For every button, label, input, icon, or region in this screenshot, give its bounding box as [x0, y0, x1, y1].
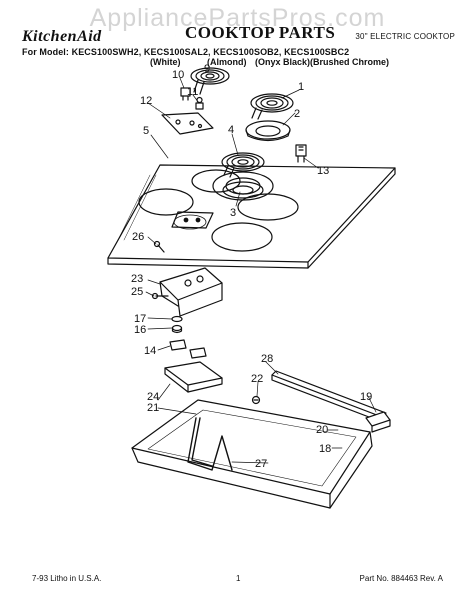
bottom-pan	[131, 399, 373, 509]
callout-21: 21	[147, 402, 159, 414]
callout-16: 16	[134, 324, 146, 336]
control-bracket	[161, 112, 214, 135]
callout-27: 27	[255, 458, 267, 470]
callout-9: 9	[204, 63, 210, 75]
drip-bowl-center	[222, 181, 264, 199]
callout-23: 23	[131, 273, 143, 285]
surface-element-small	[190, 67, 230, 95]
finish-almond: (Almond)	[207, 57, 247, 67]
callout-19: 19	[360, 391, 372, 403]
finish-white: (White)	[150, 57, 181, 67]
callout-13: 13	[317, 165, 329, 177]
callout-numbers: 1 2 3 4 5 9 10 11 12 13 14 16 17 18 19 2…	[131, 63, 372, 470]
callout-26: 26	[132, 231, 144, 243]
watermark: AppliancePartsPros.com	[89, 4, 386, 32]
footer-part-number: Part No. 884463 Rev. A	[359, 574, 443, 583]
control-box	[159, 267, 223, 317]
callout-14: 14	[144, 345, 156, 357]
surface-element-center	[221, 152, 265, 178]
callout-20: 20	[316, 424, 328, 436]
screw-22	[251, 395, 261, 405]
callout-10: 10	[172, 69, 184, 81]
junction-cover	[164, 361, 223, 393]
callout-28: 28	[261, 353, 273, 365]
callout-22: 22	[251, 373, 263, 385]
page-subtitle: 30" ELECTRIC COOKTOP	[355, 32, 455, 41]
callout-18: 18	[319, 443, 331, 455]
callout-5: 5	[143, 125, 149, 137]
callout-3: 3	[230, 207, 236, 219]
callout-2: 2	[294, 108, 300, 120]
callout-25: 25	[131, 286, 143, 298]
callout-17: 17	[134, 313, 146, 325]
screws-upper	[151, 240, 169, 300]
finish-brushed-chrome: (Brushed Chrome)	[310, 57, 390, 67]
page-title: COOKTOP PARTS	[185, 23, 336, 42]
model-list: For Model: KECS100SWH2, KECS100SAL2, KEC…	[22, 47, 350, 57]
leader-lines	[145, 69, 377, 464]
callout-4: 4	[228, 124, 234, 136]
callout-24: 24	[147, 391, 159, 403]
callout-1: 1	[298, 81, 304, 93]
surface-element-large	[250, 93, 294, 120]
element-receptacle	[295, 144, 307, 163]
callout-12: 12	[140, 95, 152, 107]
footer-print-info: 7-93 Litho in U.S.A.	[32, 574, 102, 583]
wire-harness	[187, 417, 233, 471]
control-knob-parts	[180, 87, 204, 110]
brand-logo: KitchenAid	[22, 28, 102, 45]
callout-11: 11	[187, 86, 198, 98]
drip-bowl	[245, 120, 291, 142]
terminal-blocks	[169, 339, 207, 359]
finish-onyx-black: (Onyx Black)	[255, 57, 311, 67]
footer-page-number: 1	[236, 574, 241, 583]
nut-and-washer	[171, 315, 183, 334]
cooktop-top	[107, 164, 396, 269]
